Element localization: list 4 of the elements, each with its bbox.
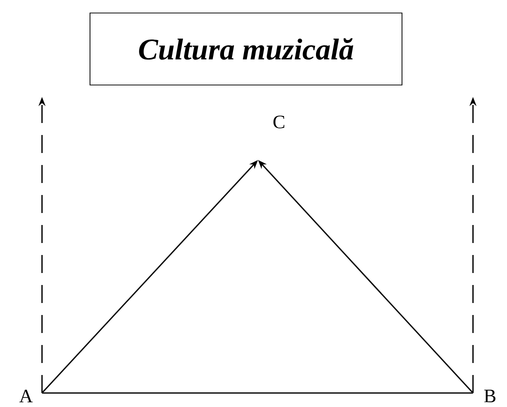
vertex-label: B: [484, 390, 496, 402]
vertex-label: C: [273, 116, 284, 128]
title-box: Cultura muzicală: [90, 12, 402, 86]
vertex-label: A: [19, 390, 33, 402]
